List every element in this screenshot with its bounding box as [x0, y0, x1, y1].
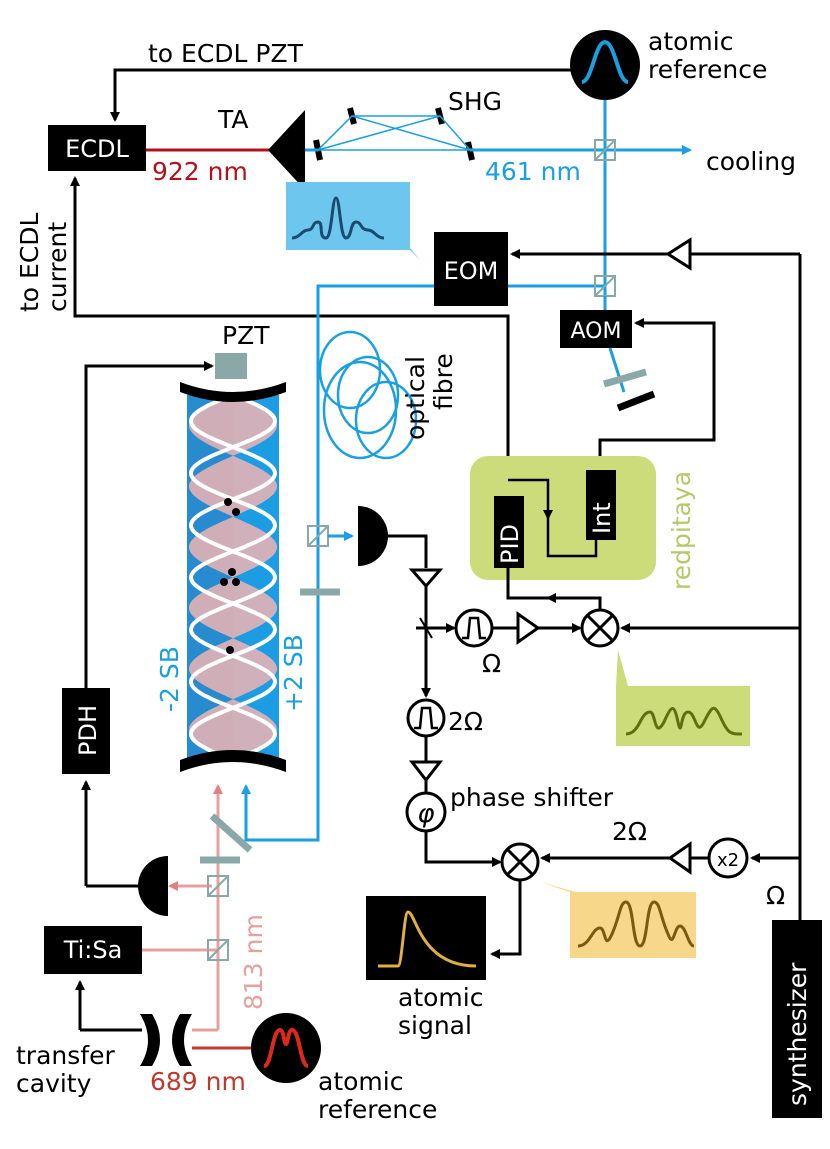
tisa-box: Ti:Sa [44, 926, 142, 974]
phase-shifter-label: phase shifter [450, 783, 614, 812]
two-omega-bandpass-filter [406, 698, 446, 738]
ta-label: TA [217, 105, 248, 134]
transfer-cavity-label-2: cavity [16, 1069, 92, 1098]
atomic-reference-top-label-2: reference [648, 55, 767, 84]
signal-spectrum-box [540, 882, 696, 958]
to-ecdl-current-label-1: to ECDL [15, 212, 44, 312]
mixer-top [580, 608, 620, 648]
wl-922-label: 922 nm [152, 157, 248, 186]
plus-2-sb-label: +2 SB [279, 634, 308, 712]
two-omega-label: 2Ω [448, 707, 483, 736]
svg-text:ECDL: ECDL [65, 135, 129, 163]
pdh-box: PDH [62, 688, 110, 774]
synthesizer-box: synthesizer [772, 920, 822, 1118]
beam-splitter-813-lower [207, 939, 229, 961]
svg-text:AOM: AOM [571, 319, 622, 344]
redpitaya-label: redpitaya [667, 471, 696, 590]
atomic-reference-bottom-label-2: reference [318, 1095, 437, 1124]
pdh-error-spectrum-box [616, 650, 750, 746]
atomic-reference-top-label-1: atomic [648, 27, 733, 56]
atomic-reference-bottom [251, 1013, 321, 1083]
shg-label: SHG [448, 87, 502, 116]
int-block: Int [586, 470, 616, 540]
atomic-reference-bottom-label-1: atomic [318, 1067, 403, 1096]
transfer-cavity [140, 1014, 192, 1066]
photodiode-pdh [138, 856, 168, 916]
svg-text:PID: PID [496, 524, 524, 564]
pid-block: PID [494, 496, 524, 568]
cooling-label: cooling [706, 147, 796, 176]
beam-splitter-813-upper [207, 875, 229, 897]
svg-text:φ: φ [417, 799, 434, 829]
to-ecdl-pzt-label: to ECDL PZT [148, 39, 304, 68]
atomic-signal-display [366, 896, 486, 980]
transfer-cavity-label-1: transfer [16, 1041, 115, 1070]
wl-813-label: 813 nm [239, 914, 268, 1010]
ecdl-box: ECDL [48, 125, 146, 171]
svg-text:EOM: EOM [444, 257, 499, 285]
omega-label: Ω [482, 649, 501, 678]
pzt-label: PZT [222, 321, 270, 350]
to-ecdl-current-label-2: current [43, 222, 72, 312]
svg-text:x2: x2 [717, 850, 739, 871]
optical-fibre-label-2: fibre [429, 353, 458, 410]
ecdl-pzt-feedback-line [110, 68, 572, 122]
beam-splitter-top [594, 139, 616, 161]
atomic-signal-label-2: signal [398, 1011, 472, 1040]
svg-text:Ti:Sa: Ti:Sa [63, 936, 123, 964]
svg-text:synthesizer: synthesizer [783, 962, 812, 1106]
wl-689-label: 689 nm [150, 1067, 246, 1096]
minus-2-sb-label: -2 SB [155, 646, 184, 712]
aom-box: AOM [560, 310, 632, 348]
svg-text:Int: Int [588, 502, 616, 534]
ta-amplifier [268, 110, 305, 190]
eom-box: EOM [434, 232, 508, 306]
atomic-signal-label-1: atomic [398, 983, 483, 1012]
phase-shifter: φ [405, 791, 447, 833]
photodiode-beat [358, 506, 388, 566]
two-omega-mult-label: 2Ω [612, 817, 647, 846]
frequency-doubler: x2 [707, 837, 749, 879]
eom-spectrum-box [286, 182, 420, 260]
omega-bandpass-filter [454, 608, 494, 648]
omega-synth-label: Ω [766, 881, 785, 910]
pzt-block [215, 353, 247, 379]
mixer-bottom [500, 842, 540, 882]
optical-cavity [180, 382, 286, 772]
optical-fibre-coil [318, 330, 418, 460]
optical-fibre-label-1: optical [401, 356, 430, 440]
wl-461-label: 461 nm [485, 157, 581, 186]
svg-text:PDH: PDH [74, 705, 102, 756]
atomic-reference-top [570, 30, 640, 100]
